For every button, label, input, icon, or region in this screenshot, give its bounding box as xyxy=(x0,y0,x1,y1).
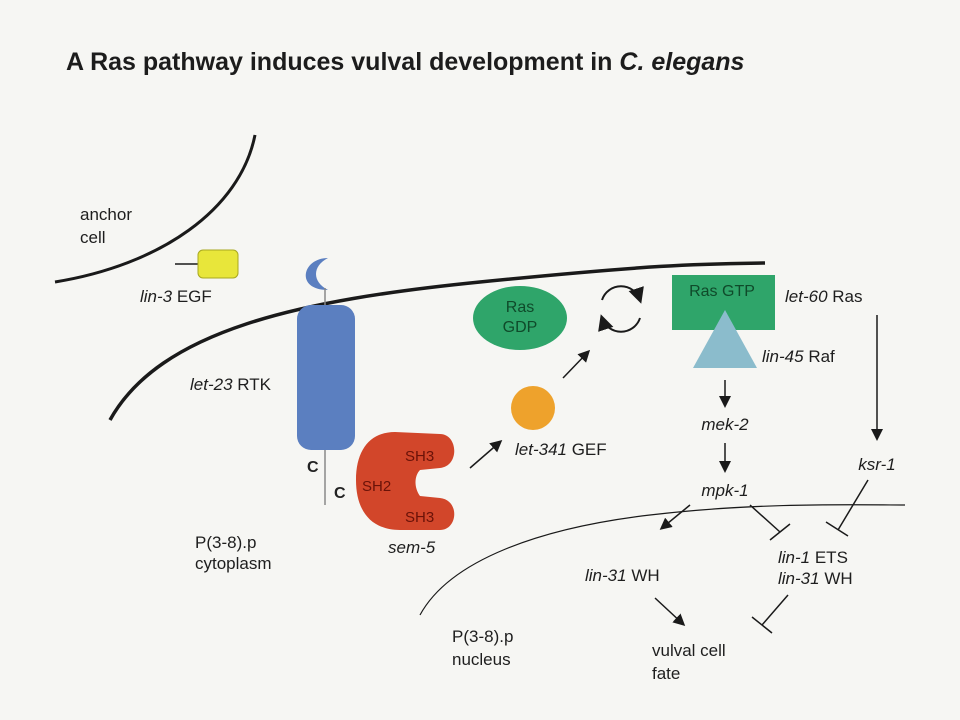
let341-gef-shape xyxy=(511,386,555,430)
phospho-mark-2: C xyxy=(334,485,346,502)
sem5-label: sem-5 xyxy=(388,538,436,557)
let60-label: let-60 Ras xyxy=(785,287,863,306)
lin1-label: lin-1 ETS xyxy=(778,548,848,567)
cytoplasm-label-2: cytoplasm xyxy=(195,554,272,573)
lin45-label: lin-45 Raf xyxy=(762,347,835,366)
nuclear-membrane xyxy=(419,504,906,616)
inhibit-mpk-to-lin1 xyxy=(749,504,791,541)
ras-gdp-label: Ras xyxy=(506,299,534,316)
cytoplasm-label: P(3-8).p xyxy=(195,533,256,552)
lin31-right-label: lin-31 WH xyxy=(778,569,853,588)
lin31-left-label: lin-31 WH xyxy=(585,566,660,585)
ras-gtp-label: Ras GTP xyxy=(689,283,755,300)
cell-membrane xyxy=(108,261,766,421)
vulval-fate-label-2: fate xyxy=(652,664,680,683)
sh3-top-label: SH3 xyxy=(405,448,434,465)
ras-gdp-label-2: GDP xyxy=(503,319,538,336)
vulval-fate-label: vulval cell xyxy=(652,641,726,660)
anchor-cell-label-2: cell xyxy=(80,228,106,247)
lin3-egf-shape xyxy=(197,249,239,279)
mpk1-label: mpk-1 xyxy=(701,481,748,500)
anchor-cell-label: anchor xyxy=(80,205,132,224)
cycle-arrow-top xyxy=(601,285,644,304)
let23-label: let-23 RTK xyxy=(190,375,272,394)
let341-label: let-341 GEF xyxy=(515,440,607,459)
inhibit-lin1-to-fate xyxy=(751,594,789,634)
phospho-mark-1: C xyxy=(307,459,319,476)
let23-rtk-shape xyxy=(297,305,355,450)
cycle-arrow-bottom xyxy=(598,314,641,333)
nucleus-label-2: nucleus xyxy=(452,650,511,669)
ras-gdp-shape xyxy=(473,286,567,350)
lin45-raf-shape xyxy=(693,310,757,368)
lin3-label: lin-3 EGF xyxy=(140,287,212,306)
rtk-ligand-binding-domain xyxy=(305,258,328,290)
nucleus-label: P(3-8).p xyxy=(452,627,513,646)
ksr1-label: ksr-1 xyxy=(858,455,895,474)
sh2-label: SH2 xyxy=(362,478,391,495)
arrow-mpk-to-lin31 xyxy=(659,504,691,530)
mek2-label: mek-2 xyxy=(701,415,749,434)
sh3-bottom-label: SH3 xyxy=(405,509,434,526)
arrow-lin31-to-fate xyxy=(654,597,686,627)
slide-title: A Ras pathway induces vulval development… xyxy=(66,48,745,76)
arrow-sem5-to-gef xyxy=(469,440,503,469)
sem5-shape xyxy=(356,432,455,530)
anchor-cell-membrane xyxy=(54,134,257,284)
inhibit-ksr-to-lin1 xyxy=(825,479,869,537)
arrow-gef-to-ras xyxy=(562,349,591,379)
